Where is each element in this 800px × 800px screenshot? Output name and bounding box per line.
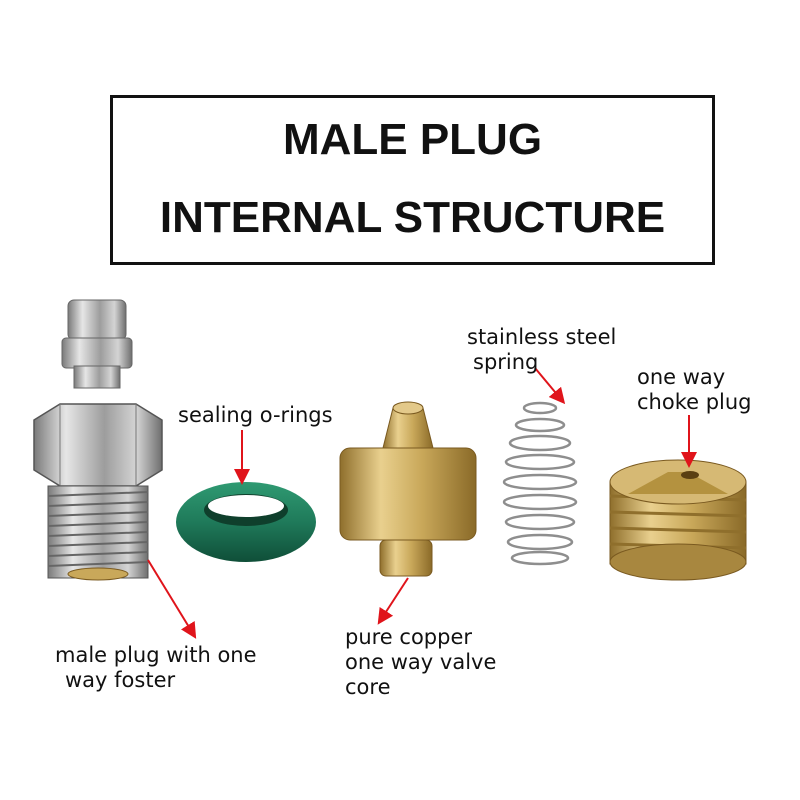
o-ring-part [176,482,316,562]
arrows [147,367,697,639]
label-valve-core-line-2: one way valve [345,650,497,674]
label-valve-core: pure copper one way valve core [345,625,496,700]
label-choke-plug: one way choke plug [637,365,752,415]
label-o-rings: sealing o-rings [178,403,333,428]
spring-part [502,401,578,566]
label-male-plug-line-2: way foster [65,668,176,692]
label-choke-plug-line-2: choke plug [637,390,752,414]
label-spring: stainless steel spring [467,325,616,375]
title-box: MALE PLUG INTERNAL STRUCTURE [110,95,715,265]
arrow-valve-core [377,577,409,625]
arrow-spring [534,367,566,405]
label-spring-line-2: spring [473,350,539,374]
title-line-1: MALE PLUG [282,115,543,164]
label-choke-plug-line-1: one way [637,365,726,389]
male-plug-part [33,299,163,581]
label-spring-line-1: stainless steel [467,325,617,349]
label-male-plug-line-1: male plug with one [55,643,257,667]
label-o-rings-line-1: sealing o-rings [178,403,333,427]
label-valve-core-line-3: core [345,675,391,699]
arrow-male-plug [147,559,197,639]
valve-core-part [339,401,477,577]
label-valve-core-line-1: pure copper [345,625,473,649]
label-male-plug: male plug with one way foster [55,643,257,693]
choke-plug-part [609,459,747,581]
title-line-2: INTERNAL STRUCTURE [159,193,666,242]
